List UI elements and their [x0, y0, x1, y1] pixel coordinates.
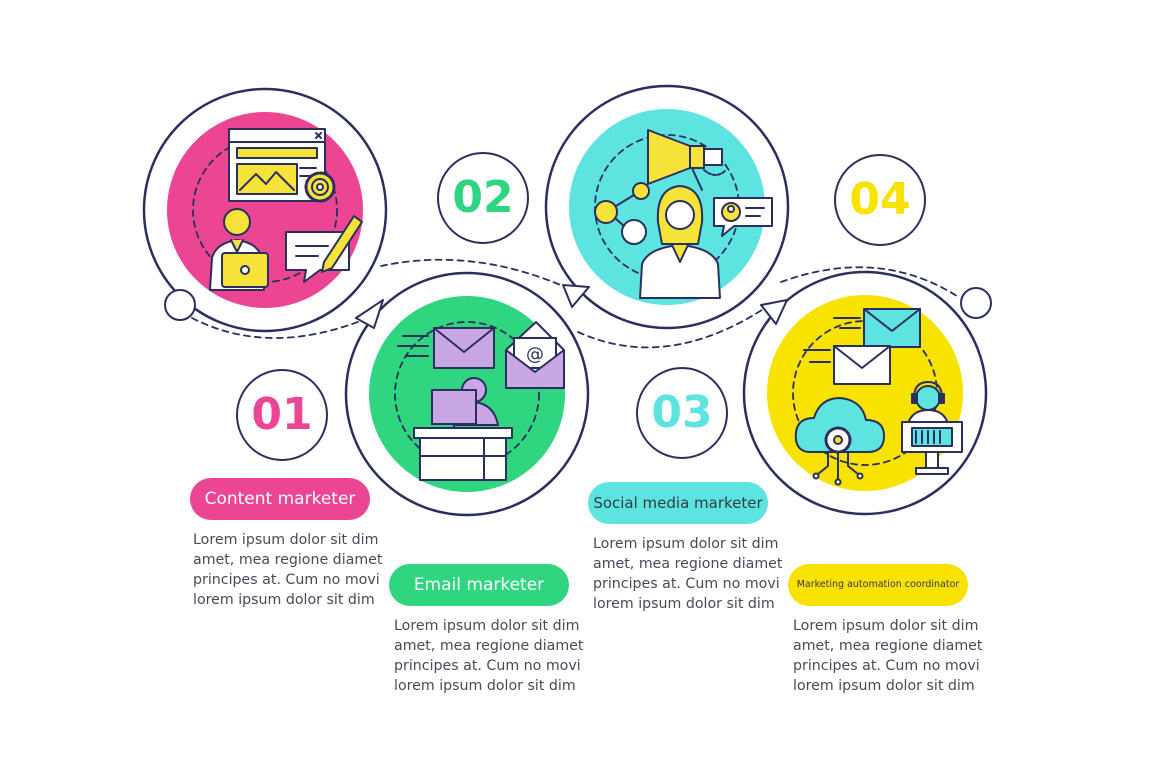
step-2-description: Lorem ipsum dolor sit dim amet, mea regi… [394, 618, 584, 694]
connector-4-end [780, 266, 961, 299]
connector-start [191, 317, 369, 339]
step-4-title: Marketing automation coordinator [788, 564, 968, 606]
step-2-title: Email marketer [389, 564, 569, 606]
step-1-number: 01 [251, 389, 313, 440]
step-3-number-ring [636, 367, 728, 459]
step-1-description: Lorem ipsum dolor sit dim amet, mea regi… [193, 532, 383, 608]
connector-2-3 [380, 258, 573, 291]
svg-text:@: @ [526, 344, 544, 365]
cloud-gear-icon [794, 397, 885, 486]
arrow-into-step-2 [355, 299, 384, 329]
monitor-icon [901, 421, 963, 475]
step-4-number-ring [834, 154, 926, 246]
person-with-laptop-icon [209, 208, 269, 291]
connector-3-4 [577, 307, 766, 349]
arrow-into-step-4 [760, 299, 788, 325]
envelope-icon [397, 327, 495, 369]
step-3-description: Lorem ipsum dolor sit dim amet, mea regi… [593, 536, 783, 612]
step-4-number: 04 [849, 174, 911, 225]
step-3-title: Social media marketer [588, 482, 768, 524]
step-1-number-ring [236, 369, 328, 461]
megaphone-icon [647, 129, 727, 191]
step-3-ring [544, 84, 790, 330]
step-3-number: 03 [651, 387, 713, 438]
woman-avatar-icon [639, 185, 721, 299]
profile-chat-bubble-icon [713, 197, 773, 237]
arrow-into-step-3 [562, 284, 590, 308]
start-node [164, 289, 196, 321]
network-nodes-icon [594, 182, 650, 245]
envelope-stack-icon [803, 308, 921, 385]
step-4-description: Lorem ipsum dolor sit dim amet, mea regi… [793, 618, 983, 694]
step-1-ring [142, 87, 388, 333]
message-with-pencil-icon [285, 215, 363, 283]
connector-1-2 [352, 140, 440, 208]
step-2-number-ring [437, 152, 529, 244]
step-1-title: Content marketer [190, 478, 370, 520]
headset-operator-icon [907, 381, 949, 425]
person-at-desk-icon [413, 377, 513, 481]
step-2-number: 02 [452, 172, 514, 223]
step-4-ring [742, 270, 988, 516]
step-2-ring [344, 271, 590, 517]
end-node [960, 287, 992, 319]
at-sign-envelope-icon: @ [505, 321, 565, 389]
gear-icon [304, 171, 336, 203]
